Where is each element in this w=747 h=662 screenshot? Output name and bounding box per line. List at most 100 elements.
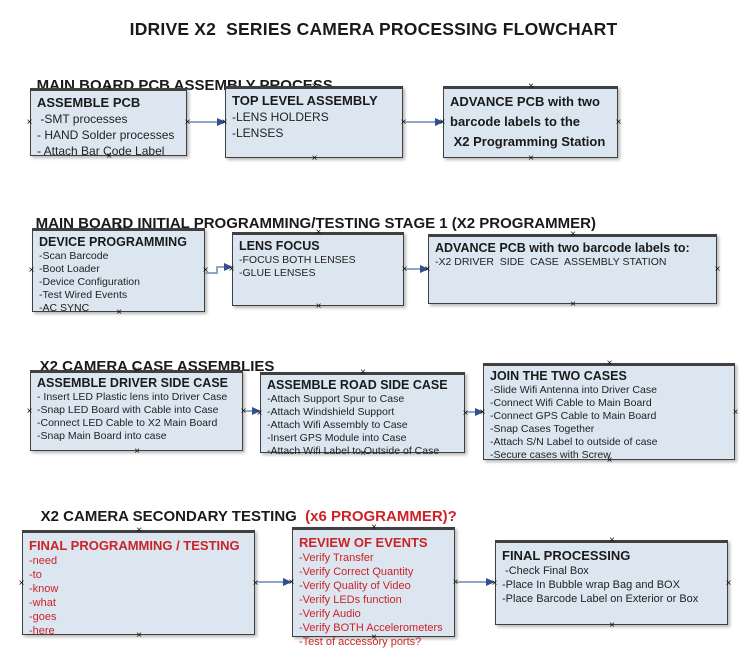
box-title: DEVICE PROGRAMMING [39, 235, 187, 249]
box-item: -Place Barcode Label on Exterior or Box [502, 593, 699, 605]
connection-point-icon: × [570, 229, 576, 240]
box-title: JOIN THE TWO CASES [490, 369, 627, 383]
box-item: -Slide Wifi Antenna into Driver Case [490, 384, 657, 396]
connection-point-icon: × [136, 525, 142, 536]
connection-point-icon: × [609, 535, 615, 546]
box-item: -GLUE LENSES [239, 267, 316, 279]
connection-point-icon: × [439, 117, 446, 128]
box-item: -Secure cases with Screw [490, 449, 611, 461]
box-review-of-events: ×××× REVIEW OF EVENTS -Verify Transfer -… [289, 523, 459, 649]
box-item: -Snap Main Board into case [37, 430, 167, 442]
connection-point-icon: × [491, 577, 498, 589]
connection-point-icon: × [371, 522, 377, 533]
arrow-head-icon [224, 263, 233, 271]
box-item: -X2 DRIVER SIDE CASE ASSEMBLY STATION [435, 256, 667, 268]
connection-point-icon: × [26, 405, 33, 417]
box-item: -SMT processes [37, 112, 128, 126]
arrow-head-icon [435, 118, 444, 126]
box-device-programming: ×××× DEVICE PROGRAMMING -Scan Barcode -B… [29, 224, 209, 318]
arrow-head-icon [283, 578, 292, 586]
box-item: barcode labels to the [450, 114, 581, 129]
box-title: ADVANCE PCB with two barcode labels to: [435, 241, 690, 255]
connection-point-icon: × [360, 367, 366, 378]
connection-point-icon: × [311, 153, 318, 164]
connection-point-icon: × [116, 223, 122, 234]
flow-arrow [216, 263, 233, 271]
connection-point-icon: × [134, 365, 140, 376]
box-title: FINAL PROCESSING [502, 548, 631, 563]
page-title: IDRIVE X2 SERIES CAMERA PROCESSING FLOWC… [129, 19, 618, 39]
box-item: -Connect Wifi Cable to Main Board [490, 397, 652, 409]
box-item: -Verify BOTH Accelerometers [299, 622, 443, 634]
connection-point-icon: × [371, 632, 377, 643]
box-final-programming-testing: ×××× FINAL PROGRAMMING / TESTING -need -… [19, 526, 259, 641]
box-item: -Snap LED Board with Cable into Case [37, 404, 219, 416]
connection-point-icon: × [606, 455, 613, 466]
box-item: -FOCUS BOTH LENSES [239, 254, 356, 266]
connection-point-icon: × [315, 301, 322, 312]
connection-point-icon: × [725, 577, 732, 589]
box-lens-focus: ×××× LENS FOCUS -FOCUS BOTH LENSES -GLUE… [229, 228, 408, 312]
box-title: ASSEMBLE PCB [37, 95, 141, 110]
connection-point-icon: × [228, 264, 235, 275]
box-item: - Attach Bar Code Label [37, 144, 165, 158]
box-item: -Snap Cases Together [490, 423, 595, 435]
box-title: FINAL PROGRAMMING / TESTING [29, 538, 240, 553]
section-header-red-label: (x6 PROGRAMMER)? [305, 508, 457, 525]
connection-point-icon: × [106, 83, 112, 94]
connection-point-icon: × [528, 81, 534, 92]
box-item: -Boot Loader [39, 263, 100, 275]
connection-point-icon: × [18, 577, 25, 589]
flow-arrow [405, 265, 429, 273]
connection-point-icon: × [400, 117, 407, 128]
box-item: -Attach Windshield Support [267, 406, 395, 418]
box-item: -Device Configuration [39, 276, 140, 288]
connection-point-icon: × [479, 406, 486, 418]
connection-point-icon: × [256, 407, 263, 419]
connection-point-icon: × [732, 406, 739, 418]
connection-point-icon: × [202, 265, 209, 276]
box-item: -Verify Audio [299, 608, 361, 620]
box-assemble-pcb: ×××× ASSEMBLE PCB -SMT processes - HAND … [27, 84, 191, 162]
box-item: -to [29, 569, 42, 581]
box-item: -here [29, 625, 55, 637]
connection-point-icon: × [311, 81, 318, 92]
box-item: -Verify Transfer [299, 552, 374, 564]
flow-arrow [256, 578, 292, 586]
connection-point-icon: × [615, 117, 622, 128]
flow-arrow [466, 408, 484, 416]
box-item: -Attach Wifi Label to Outside of Case [267, 445, 440, 457]
box-item: -Connect LED Cable to X2 Main Board [37, 417, 218, 429]
box-advance-pcb-to-programming-station: × × × × ADVANCE PCB with two barcode labels… [440, 82, 622, 164]
box-item: -Attach Support Spur to Case [267, 393, 405, 405]
connection-point-icon: × [184, 117, 191, 128]
connection-point-icon: × [528, 153, 534, 164]
connection-point-icon: × [462, 407, 469, 419]
box-item: -LENSES [232, 126, 284, 140]
connection-point-icon: × [288, 577, 295, 588]
box-advance-pcb-to-case-assembly: × × × × ADVANCE PCB with two barcode labels… [425, 230, 721, 310]
box-item: -Scan Barcode [39, 250, 109, 262]
box-item: -Attach S/N Label to outside of case [490, 436, 658, 448]
box-item: -Insert GPS Module into Case [267, 432, 407, 444]
box-title: ADVANCE PCB with two [450, 94, 600, 109]
box-item: -goes [29, 611, 57, 623]
connection-point-icon: × [28, 265, 35, 276]
flow-arrow [188, 118, 226, 126]
box-item: -Verify Correct Quantity [299, 566, 414, 578]
flow-arrow [216, 267, 218, 274]
box-item: - Insert LED Plastic lens into Driver Ca… [37, 391, 228, 403]
connection-point-icon: × [424, 264, 431, 275]
arrow-head-icon [252, 407, 261, 415]
connection-point-icon: × [315, 227, 322, 238]
flow-arrow [456, 578, 495, 586]
connection-point-icon: × [360, 448, 366, 459]
connection-point-icon: × [134, 446, 140, 457]
arrow-head-icon [217, 118, 226, 126]
section-header-label: MAIN BOARD INITIAL PROGRAMMING/TESTING S… [35, 215, 596, 232]
connection-point-icon: × [570, 299, 576, 310]
flow-arrow [404, 118, 444, 126]
connection-point-icon: × [401, 264, 408, 275]
connection-point-icon: × [714, 264, 721, 275]
